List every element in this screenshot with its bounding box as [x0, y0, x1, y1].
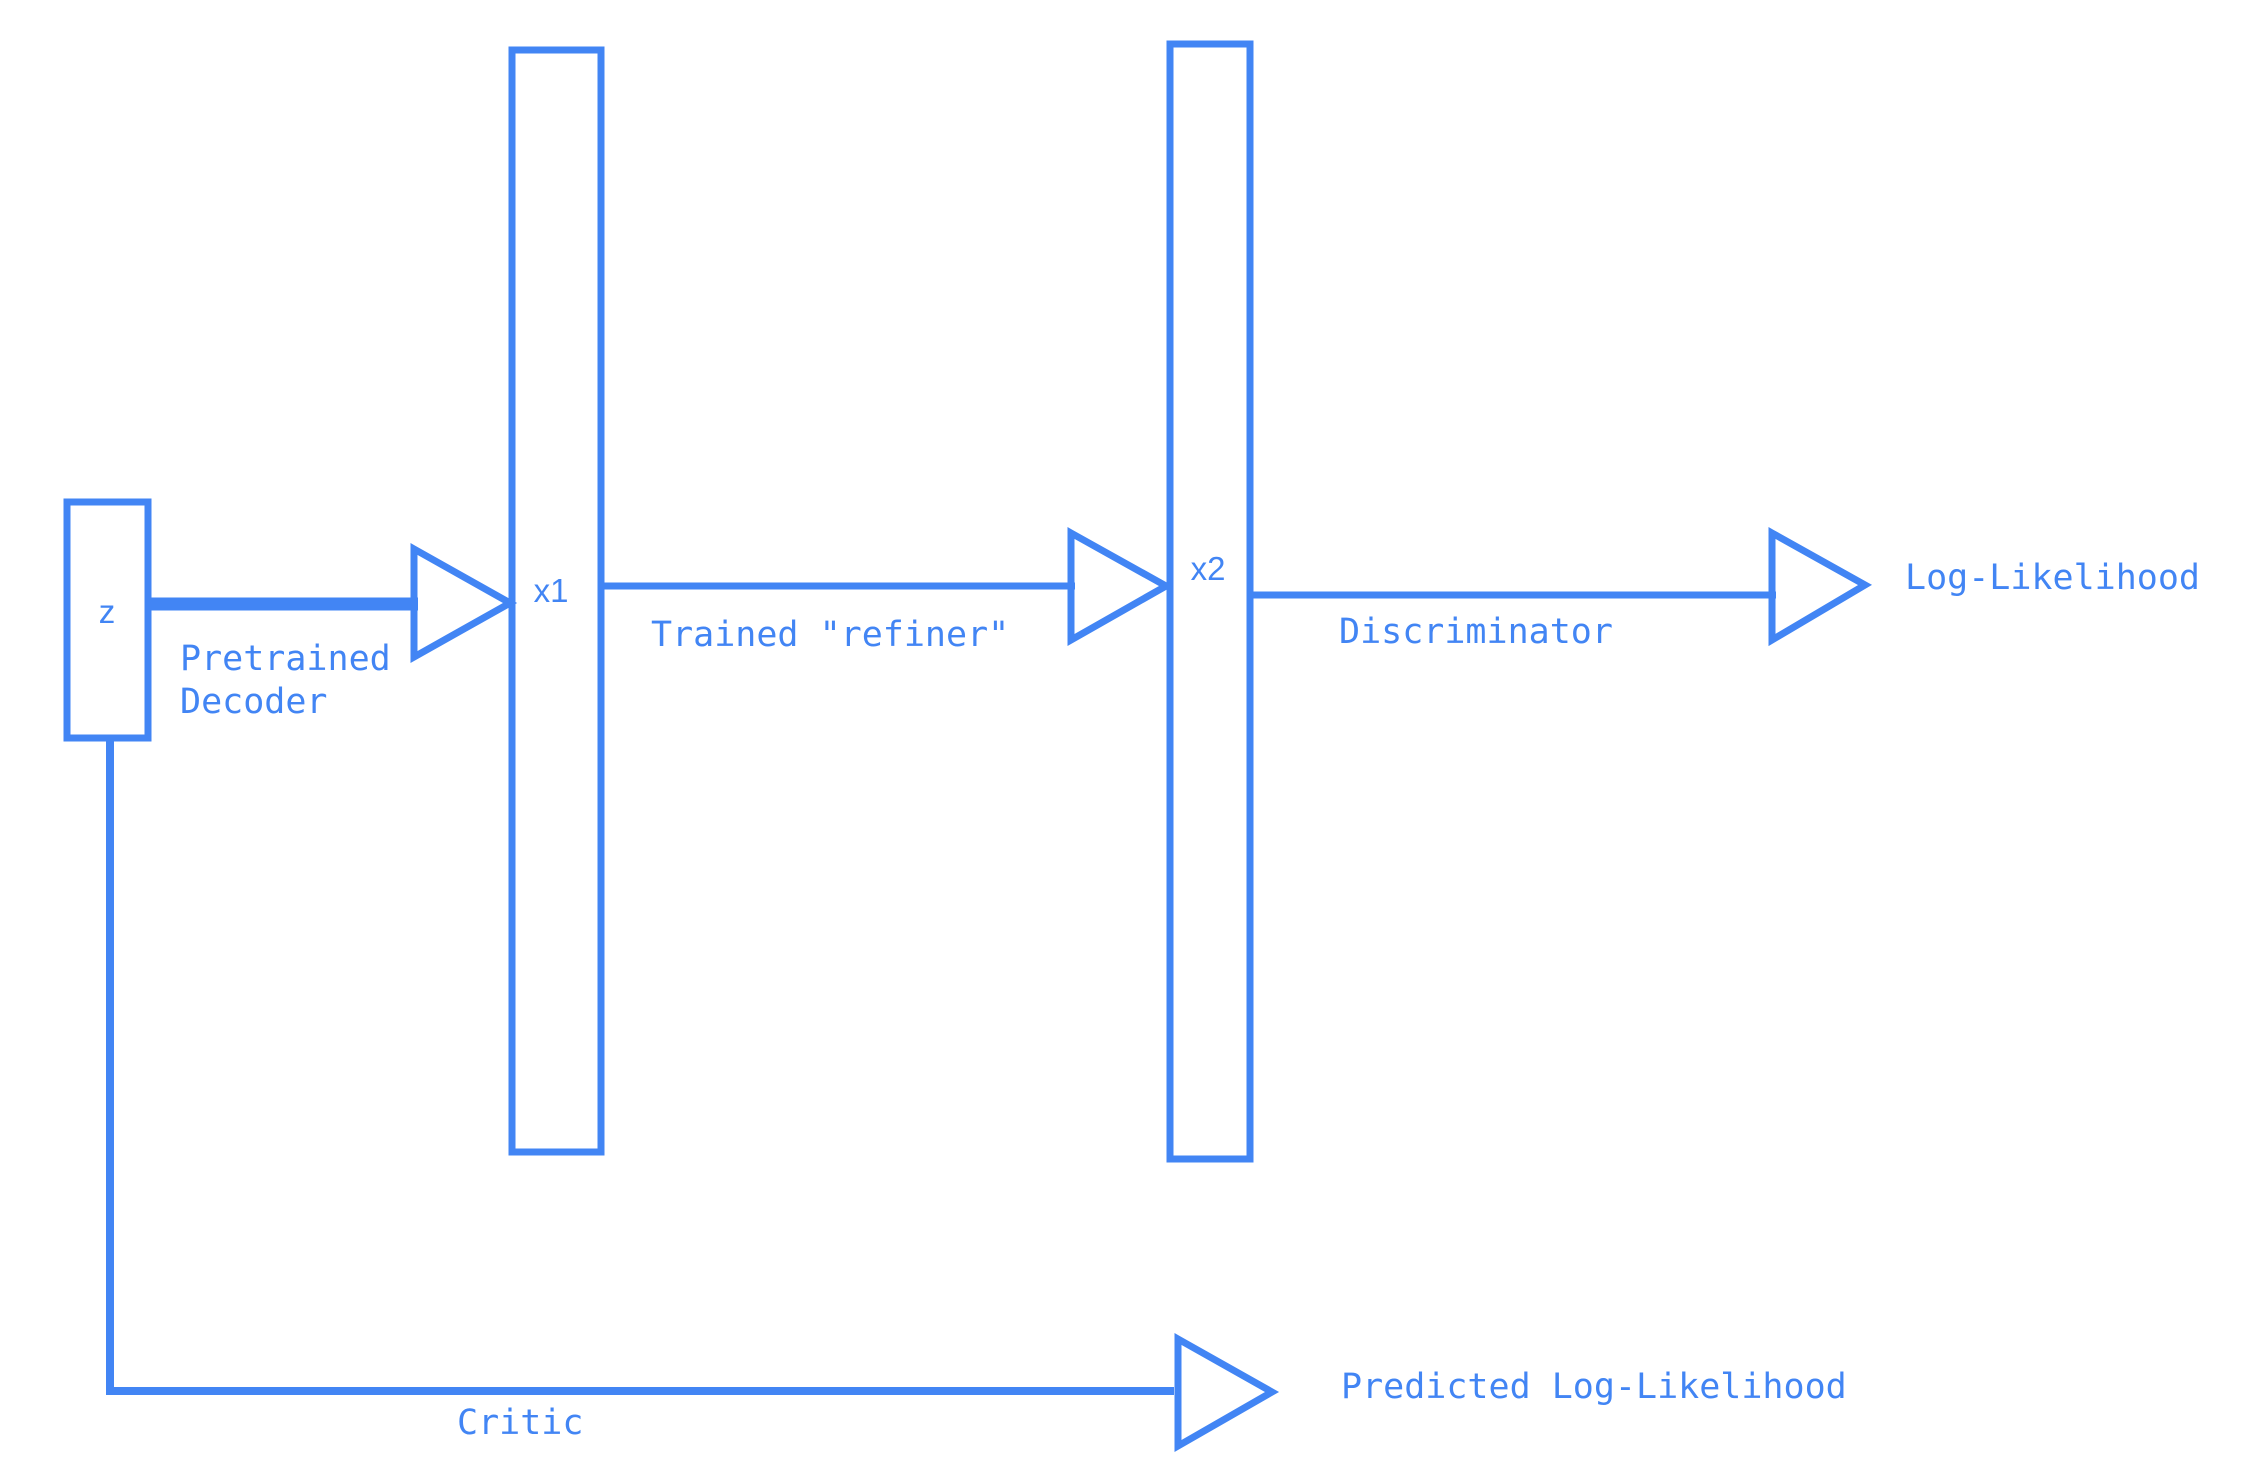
decoder-arrowhead: [410, 543, 518, 663]
x2-label: x2: [1191, 550, 1226, 587]
x2-box: [1166, 40, 1254, 1163]
critic-arrowhead: [1174, 1333, 1280, 1453]
discriminator-arrowhead: [1768, 527, 1873, 647]
z-label: z: [99, 593, 116, 630]
predicted-log-likelihood-label: Predicted Log-Likelihood: [1341, 1367, 1847, 1407]
log-likelihood-label: Log-Likelihood: [1905, 558, 2200, 598]
pretrained-decoder-label: Pretrained Decoder: [180, 639, 412, 722]
x1-label: x1: [534, 572, 569, 609]
critic-label: Critic: [457, 1403, 583, 1443]
refiner-arrowhead: [1067, 527, 1174, 647]
critic-path: [106, 738, 1174, 1395]
pretrained-decoder-line-1: Pretrained: [180, 639, 391, 679]
discriminator-label: Discriminator: [1339, 612, 1613, 652]
pretrained-decoder-line-2: Decoder: [180, 682, 328, 722]
trained-refiner-label: Trained "refiner": [651, 615, 1009, 655]
